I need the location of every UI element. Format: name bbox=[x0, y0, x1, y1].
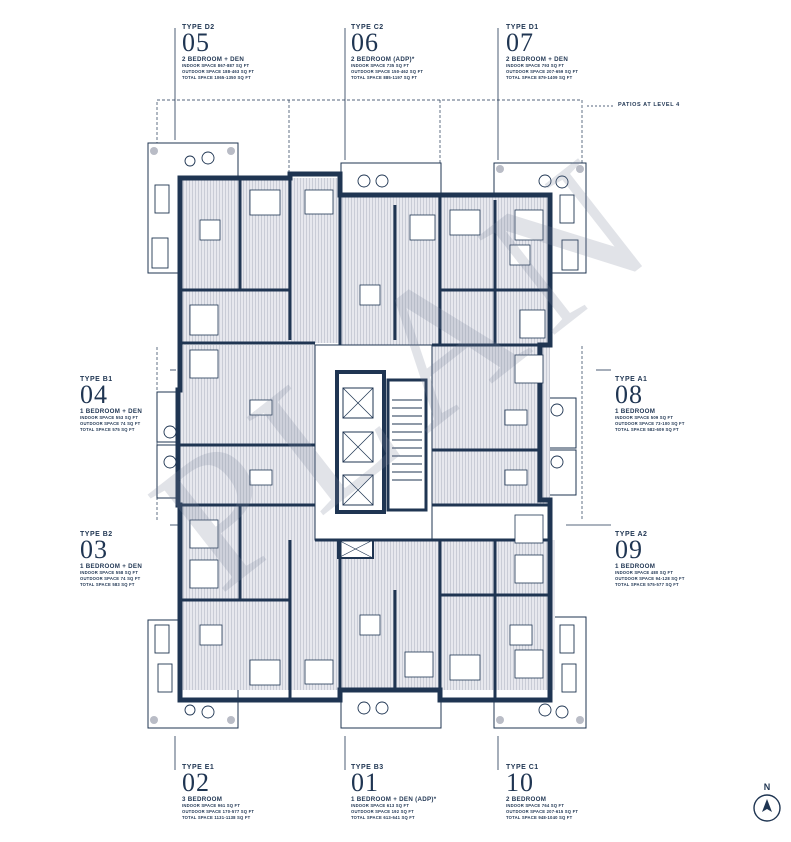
unit-type: TYPE B1 bbox=[80, 376, 113, 383]
unit-beds: 1 BEDROOM bbox=[615, 408, 656, 415]
unit-type: TYPE D1 bbox=[506, 24, 539, 31]
patio-note: PATIOS AT LEVEL 4 bbox=[618, 102, 680, 108]
unit-beds: 2 BEDROOM + DEN bbox=[182, 56, 245, 63]
unit-type: TYPE B2 bbox=[80, 531, 113, 538]
unit-total: TOTAL SPACE 613-641 SQ FT bbox=[351, 815, 415, 820]
unit-type: TYPE E1 bbox=[182, 764, 215, 771]
unit-beds: 2 BEDROOM + DEN bbox=[506, 56, 569, 63]
unit-label-09: TYPE A2 09 1 BEDROOM INDOOR SPACE 480 SQ… bbox=[615, 531, 685, 588]
unit-total: TOTAL SPACE 948-1040 SQ FT bbox=[506, 815, 573, 820]
unit-type: TYPE A2 bbox=[615, 531, 648, 538]
unit-outdoor: OUTDOOR SPACE 74 SQ FT bbox=[80, 421, 141, 426]
unit-number: 06 bbox=[351, 28, 379, 57]
unit-indoor: INDOOR SPACE 480 SQ FT bbox=[615, 570, 674, 575]
unit-beds: 2 BEDROOM bbox=[506, 796, 547, 803]
leader-lines bbox=[170, 28, 611, 770]
unit-number: 03 bbox=[80, 535, 108, 564]
unit-beds: 2 BEDROOM (ADP)* bbox=[351, 56, 415, 63]
unit-outdoor: OUTDOOR SPACE 188-463 SQ FT bbox=[182, 69, 255, 74]
unit-indoor: INDOOR SPACE 553 SQ FT bbox=[80, 415, 139, 420]
unit-number: 10 bbox=[506, 768, 534, 797]
unit-beds: 3 BEDROOM bbox=[182, 796, 223, 803]
interior-walls bbox=[180, 178, 550, 700]
furniture bbox=[189, 189, 546, 686]
unit-indoor: INDOOR SPACE 961 SQ FT bbox=[182, 803, 241, 808]
unit-beds: 1 BEDROOM bbox=[615, 563, 656, 570]
unit-outdoor: OUTDOOR SPACE 207-659 SQ FT bbox=[506, 69, 579, 74]
unit-label-05: TYPE D2 05 2 BEDROOM + DEN INDOOR SPACE … bbox=[182, 24, 254, 81]
unit-outdoor: OUTDOOR SPACE 73-100 SQ FT bbox=[615, 421, 685, 426]
unit-beds: 1 BEDROOM + DEN (ADP)* bbox=[351, 796, 437, 803]
unit-indoor: INDOOR SPACE 613 SQ FT bbox=[351, 803, 410, 808]
unit-label-10: TYPE C1 10 2 BEDROOM INDOOR SPACE 764 SQ… bbox=[506, 764, 578, 821]
unit-type: TYPE A1 bbox=[615, 376, 648, 383]
unit-number: 01 bbox=[351, 768, 379, 797]
unit-indoor: INDOOR SPACE 867-887 SQ FT bbox=[182, 63, 250, 68]
north-arrow-icon: N bbox=[752, 782, 782, 826]
unit-outdoor: OUTDOOR SPACE 74 SQ FT bbox=[80, 576, 141, 581]
unit-outdoor: OUTDOOR SPACE 192 SQ FT bbox=[351, 809, 414, 814]
unit-beds: 1 BEDROOM + DEN bbox=[80, 563, 143, 570]
unit-number: 09 bbox=[615, 535, 643, 564]
unit-total: TOTAL SPACE 575-577 SQ FT bbox=[615, 582, 679, 587]
compass-circle bbox=[753, 794, 781, 822]
compass-letter: N bbox=[763, 782, 771, 792]
unit-outdoor: OUTDOOR SPACE 170-577 SQ FT bbox=[182, 809, 255, 814]
unit-total: TOTAL SPACE 575 SQ FT bbox=[80, 427, 135, 432]
unit-beds: 1 BEDROOM + DEN bbox=[80, 408, 143, 415]
unit-outdoor: OUTDOOR SPACE 94-128 SQ FT bbox=[615, 576, 685, 581]
unit-indoor: INDOOR SPACE 558 SQ FT bbox=[80, 570, 139, 575]
unit-label-07: TYPE D1 07 2 BEDROOM + DEN INDOOR SPACE … bbox=[506, 24, 578, 81]
unit-indoor: INDOOR SPACE 509 SQ FT bbox=[615, 415, 674, 420]
unit-number: 07 bbox=[506, 28, 534, 57]
patio-furniture bbox=[151, 151, 579, 719]
unit-indoor: INDOOR SPACE 764 SQ FT bbox=[506, 803, 565, 808]
unit-total: TOTAL SPACE 583 SQ FT bbox=[80, 582, 135, 587]
unit-number: 05 bbox=[182, 28, 210, 57]
unit-label-02: TYPE E1 02 3 BEDROOM INDOOR SPACE 961 SQ… bbox=[182, 764, 254, 821]
unit-label-04: TYPE B1 04 1 BEDROOM + DEN INDOOR SPACE … bbox=[80, 376, 142, 433]
unit-indoor: INDOOR SPACE 793 SQ FT bbox=[506, 63, 565, 68]
unit-total: TOTAL SPACE 885-1197 SQ FT bbox=[351, 75, 418, 80]
unit-label-06: TYPE C2 06 2 BEDROOM (ADP)* INDOOR SPACE… bbox=[351, 24, 423, 81]
unit-number: 04 bbox=[80, 380, 108, 409]
unit-total: TOTAL SPACE 879-1409 SQ FT bbox=[506, 75, 573, 80]
building-core bbox=[314, 344, 433, 559]
unit-indoor: INDOOR SPACE 735 SQ FT bbox=[351, 63, 410, 68]
unit-label-01: TYPE B3 01 1 BEDROOM + DEN (ADP)* INDOOR… bbox=[351, 764, 437, 821]
unit-type: TYPE C1 bbox=[506, 764, 539, 771]
unit-label-08: TYPE A1 08 1 BEDROOM INDOOR SPACE 509 SQ… bbox=[615, 376, 685, 433]
planters bbox=[150, 147, 584, 724]
exterior-walls bbox=[175, 171, 553, 703]
unit-label-03: TYPE B2 03 1 BEDROOM + DEN INDOOR SPACE … bbox=[80, 531, 142, 588]
unit-number: 02 bbox=[182, 768, 210, 797]
unit-total: TOTAL SPACE 1065-1350 SQ FT bbox=[182, 75, 251, 80]
unit-type: TYPE D2 bbox=[182, 24, 215, 31]
unit-total: TOTAL SPACE 1131-1138 SQ FT bbox=[182, 815, 251, 820]
unit-total: TOTAL SPACE 582-609 SQ FT bbox=[615, 427, 679, 432]
unit-outdoor: OUTDOOR SPACE 207-615 SQ FT bbox=[506, 809, 579, 814]
unit-type: TYPE C2 bbox=[351, 24, 384, 31]
unit-number: 08 bbox=[615, 380, 643, 409]
unit-type: TYPE B3 bbox=[351, 764, 384, 771]
unit-outdoor: OUTDOOR SPACE 150-462 SQ FT bbox=[351, 69, 424, 74]
